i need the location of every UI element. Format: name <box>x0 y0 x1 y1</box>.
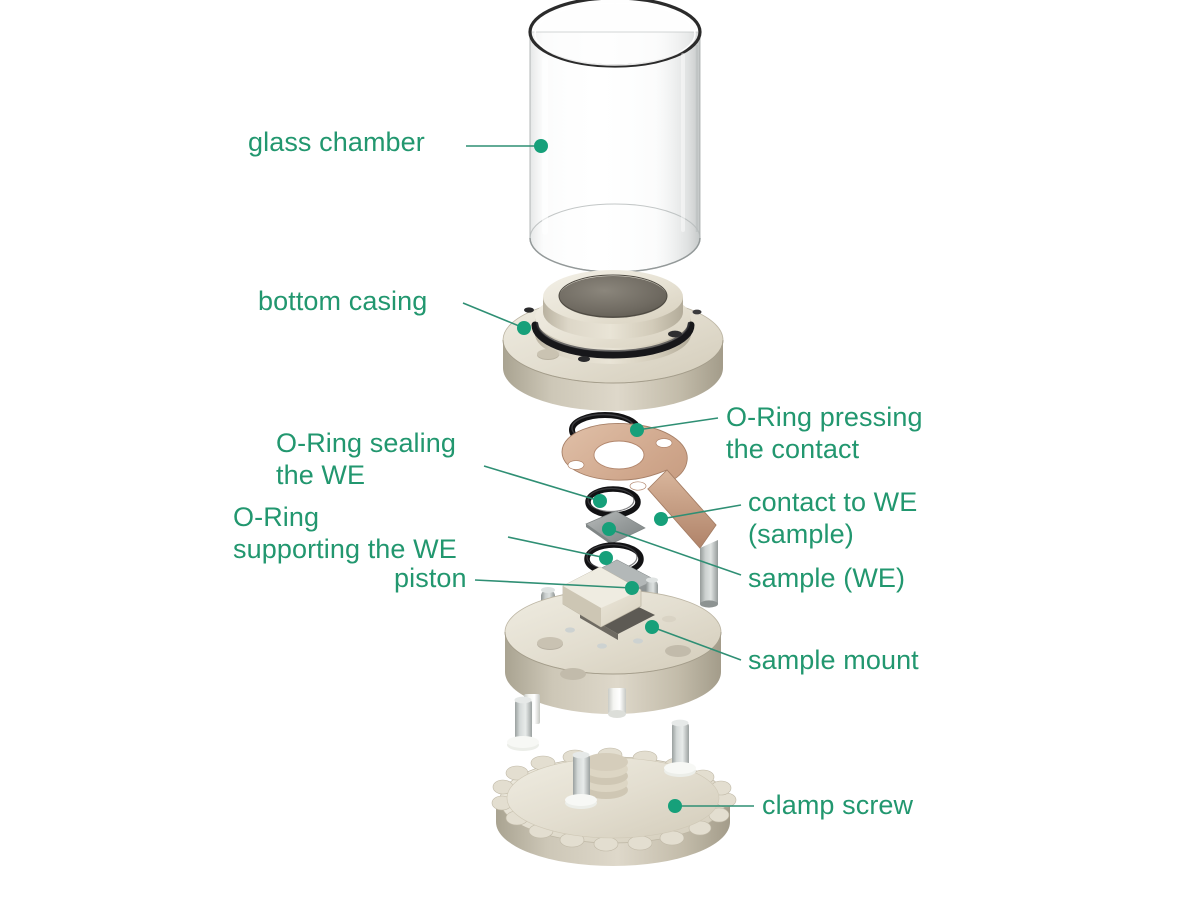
leader-dot-oring-supporting-we <box>599 551 613 565</box>
leader-dot-oring-sealing-we <box>593 494 607 508</box>
leader-line-bottom-casing <box>462 302 525 329</box>
part-sample-mount <box>504 566 722 724</box>
leader-line-contact-to-we <box>660 504 742 520</box>
leader-dot-sample-mount <box>645 620 659 634</box>
label-clamp-screw: clamp screw <box>762 790 914 820</box>
label-sample-mount: sample mount <box>748 645 919 675</box>
label-sample-we: sample (WE) <box>748 563 906 593</box>
leader-line-oring-sealing-we <box>483 465 601 502</box>
leader-dot-sample-we <box>602 522 616 536</box>
leader-dot-contact-to-we <box>654 512 668 526</box>
part-bottom-casing <box>502 270 724 411</box>
leader-dot-piston <box>625 581 639 595</box>
leader-dot-glass-chamber <box>534 139 548 153</box>
leader-line-piston <box>474 579 633 589</box>
clamp-screw-posts <box>507 696 696 809</box>
leader-line-sample-mount <box>651 626 742 661</box>
leader-dot-clamp-screw <box>668 799 682 813</box>
part-glass-chamber <box>528 0 702 273</box>
label-oring-pressing-contact: O-Ring pressing the contact <box>726 402 923 464</box>
leader-lines <box>462 139 754 813</box>
part-clamp-screw <box>491 696 737 866</box>
leader-dot-oring-pressing-contact <box>630 423 644 437</box>
thread-stack <box>584 753 628 799</box>
label-contact-to-we: contact to WE (sample) <box>748 487 918 549</box>
leader-line-sample-we <box>608 528 742 576</box>
leader-line-oring-supporting-we <box>507 536 607 559</box>
leader-dot-bottom-casing <box>517 321 531 335</box>
leader-line-oring-pressing-contact <box>636 417 719 431</box>
